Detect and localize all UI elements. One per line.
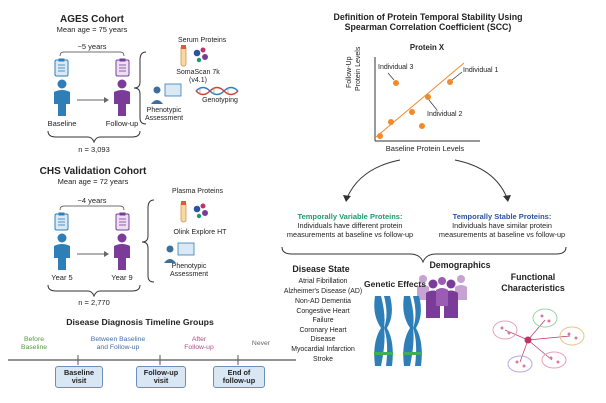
- clipboard-icon: [54, 58, 69, 77]
- demographics-title: Demographics: [429, 260, 491, 270]
- chs-title: CHS Validation Cohort: [39, 166, 147, 177]
- arrow-right-icon: [77, 251, 109, 257]
- between-label-2: and Follow-up: [96, 344, 140, 351]
- ages-mean-age: Mean age = 75 years: [56, 25, 128, 34]
- arrow-right-icon: [77, 97, 109, 103]
- variable-line-1: Individuals have different protein: [297, 221, 403, 230]
- dna-icon: [195, 86, 239, 96]
- between-label: Between Baseline: [90, 336, 146, 343]
- protein-x-label: Protein X: [409, 43, 445, 52]
- data-point: [377, 133, 383, 139]
- disease-item: Congestive Heart: [296, 308, 350, 315]
- timeline-title: Disease Diagnosis Timeline Groups: [66, 317, 214, 327]
- before-label: Before: [23, 336, 45, 343]
- person-icon: [54, 79, 70, 116]
- scc-title-2: Spearman Correlation Coefficient (SCC): [344, 22, 512, 32]
- box-label: Baseline: [63, 368, 94, 377]
- clipboard-icon: [115, 212, 130, 231]
- phenotypic-label: Phenotypic: [146, 107, 182, 114]
- stable-title: Temporally Stable Proteins:: [452, 212, 552, 221]
- individual-2-label: Individual 2: [427, 111, 463, 118]
- box-label: Follow-up: [143, 368, 179, 377]
- genetic-effects-title: Genetic Effects: [364, 279, 426, 289]
- individual-3-label: Individual 3: [378, 64, 414, 71]
- box-label: End of: [227, 368, 251, 377]
- after-label: After: [191, 336, 207, 343]
- x-axis-label: Baseline Protein Levels: [385, 144, 465, 153]
- disease-item: Disease: [310, 336, 336, 343]
- ages-n: n = 3,093: [78, 145, 110, 154]
- year5-label: Year 5: [51, 273, 73, 282]
- year9-label: Year 9: [111, 273, 133, 282]
- protein-molecules-icon: [193, 47, 208, 63]
- disease-item: Myocardial Infarction: [291, 346, 355, 353]
- disease-item: Non-AD Dementia: [295, 298, 351, 305]
- somascan-version: (v4.1): [189, 77, 207, 84]
- end-followup-box: End of follow-up: [213, 366, 265, 389]
- blood-tube-icon: [180, 201, 187, 223]
- assessment-label: Assessment: [144, 115, 184, 122]
- followup-visit-box: Follow-up visit: [136, 366, 186, 389]
- before-label-2: Baseline: [20, 344, 48, 351]
- plasma-proteins-label: Plasma Proteins: [172, 188, 223, 195]
- baseline-visit-box: Baseline visit: [55, 366, 103, 389]
- clinician-icon: [151, 83, 182, 104]
- protein-molecules-icon: [193, 203, 208, 219]
- disease-item: Coronary Heart: [299, 327, 347, 334]
- box-label: visit: [153, 376, 169, 386]
- data-point: [447, 79, 453, 85]
- clipboard-icon: [54, 212, 69, 231]
- followup-label: Follow-up: [105, 119, 139, 128]
- data-point: [419, 123, 425, 129]
- box-label: visit: [71, 376, 87, 386]
- disease-item: Failure: [312, 317, 334, 324]
- stable-line-1: Individuals have similar protein: [452, 221, 552, 230]
- box-label: follow-up: [222, 376, 256, 386]
- individual-1-label: Individual 1: [463, 67, 499, 74]
- data-point: [393, 80, 399, 86]
- person-icon: [114, 79, 130, 116]
- clinician-icon: [164, 242, 195, 263]
- disease-item: Alzheimer's Disease (AD): [283, 288, 363, 295]
- genotyping-label: Genotyping: [202, 97, 238, 104]
- disease-item: Atrial Fibrillation: [298, 278, 348, 285]
- chs-n: n = 2,770: [78, 298, 110, 307]
- variable-title: Temporally Variable Proteins:: [297, 212, 403, 221]
- person-icon: [114, 233, 130, 270]
- clipboard-icon: [115, 58, 130, 77]
- somascan-label: SomaScan 7k: [176, 69, 220, 76]
- disease-item: Stroke: [313, 356, 333, 363]
- chs-interval: ~4 years: [77, 196, 107, 205]
- functional-title-2: Characteristics: [501, 283, 565, 293]
- disease-state-title: Disease State: [292, 264, 350, 274]
- ages-title: AGES Cohort: [60, 14, 124, 25]
- after-label-2: Follow-up: [184, 344, 214, 351]
- scc-title-1: Definition of Protein Temporal Stability…: [333, 12, 523, 22]
- blood-tube-icon: [180, 45, 187, 67]
- baseline-label: Baseline: [47, 119, 77, 128]
- functional-title-1: Functional: [510, 272, 556, 282]
- variable-line-2: measurements at baseline vs follow-up: [286, 230, 414, 239]
- chs-phenotypic-label: Phenotypic: [171, 263, 207, 270]
- data-point: [425, 94, 431, 100]
- olink-label: Olink Explore HT: [173, 229, 227, 236]
- stable-line-2: measurements at baseline vs follow-up: [438, 230, 566, 239]
- data-point: [388, 119, 394, 125]
- ages-interval: ~5 years: [77, 42, 107, 51]
- data-point: [409, 109, 415, 115]
- serum-proteins-label: Serum Proteins: [178, 37, 227, 44]
- chs-mean-age: Mean age = 72 years: [57, 177, 129, 186]
- person-icon: [54, 233, 70, 270]
- chs-assessment-label: Assessment: [169, 271, 209, 278]
- never-label: Never: [251, 340, 271, 347]
